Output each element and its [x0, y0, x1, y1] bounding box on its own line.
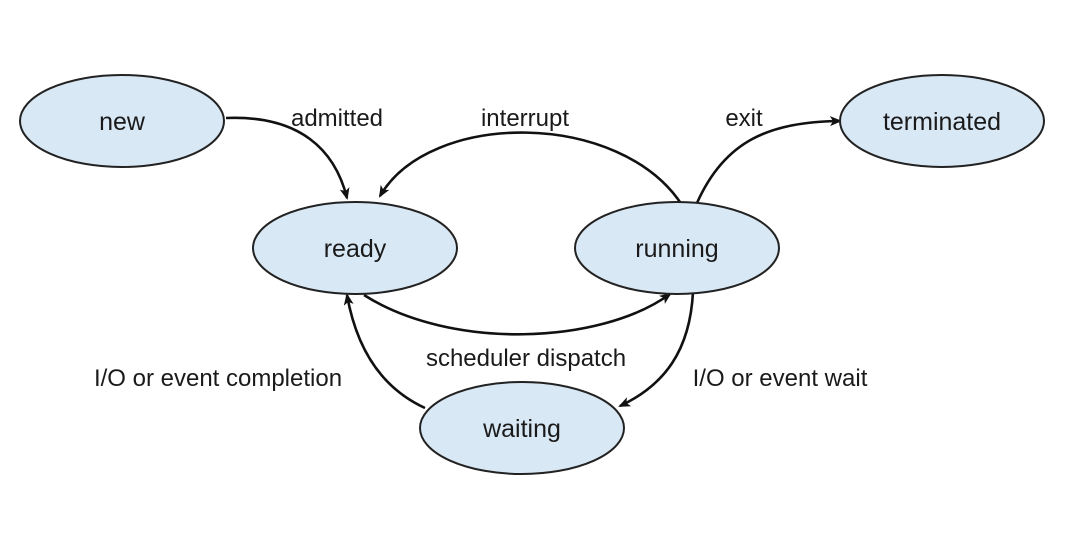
- state-running: running: [574, 201, 780, 295]
- edge-admitted: [225, 116, 350, 200]
- state-ready-label: ready: [324, 235, 387, 263]
- state-terminated-label: terminated: [883, 108, 1001, 136]
- edge-io-event-completion: [343, 293, 426, 410]
- state-running-label: running: [635, 235, 718, 263]
- state-waiting-label: waiting: [482, 415, 561, 443]
- label-exit: exit: [725, 105, 763, 132]
- edge-scheduler-dispatch: [363, 292, 672, 336]
- state-waiting: waiting: [419, 381, 625, 475]
- label-scheduler-dispatch: scheduler dispatch: [426, 345, 626, 372]
- label-io-event-wait: I/O or event wait: [693, 365, 868, 392]
- label-interrupt: interrupt: [481, 105, 569, 132]
- state-ready: ready: [252, 201, 458, 295]
- state-new: new: [19, 74, 225, 168]
- edge-exit: [695, 116, 842, 204]
- label-admitted: admitted: [291, 105, 383, 132]
- state-new-label: new: [99, 108, 146, 136]
- label-io-event-completion: I/O or event completion: [94, 365, 342, 392]
- edge-interrupt: [378, 131, 684, 206]
- state-terminated: terminated: [839, 74, 1045, 168]
- edge-io-event-wait: [618, 291, 695, 408]
